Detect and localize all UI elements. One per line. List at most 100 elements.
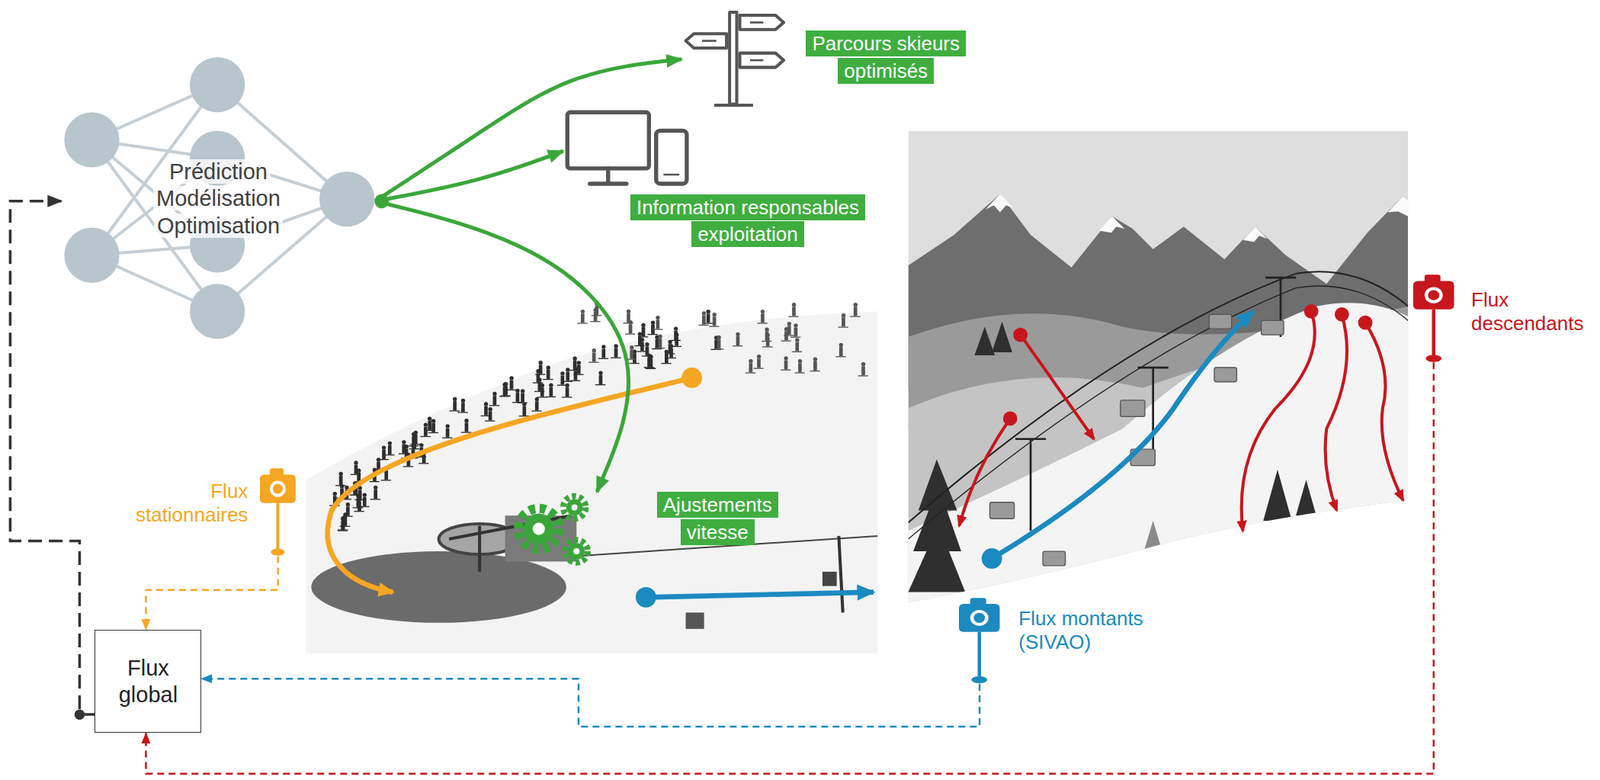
skier-figure — [790, 323, 801, 337]
skier-figure — [362, 496, 367, 507]
neuron — [64, 57, 375, 340]
skier-figure — [580, 309, 585, 314]
skier-figure — [641, 355, 652, 356]
mountain-illustration — [989, 314, 1284, 565]
skier-figure — [626, 313, 631, 323]
skier-figure — [638, 323, 648, 337]
text-line: Parcours skieurs optimisés — [790, 30, 982, 86]
ascent-arrow — [981, 548, 1003, 569]
skier-figure — [640, 341, 645, 351]
gear-icon — [518, 496, 588, 563]
queue-arrow — [327, 367, 703, 593]
skier-figure — [419, 442, 424, 447]
skier-figure — [531, 410, 542, 411]
skier-figure — [370, 498, 381, 500]
skier-figure — [522, 402, 526, 407]
sensor-camera: Flux descendants — [1413, 270, 1455, 363]
skier-figure — [761, 327, 772, 341]
mountain-illustration — [974, 326, 995, 355]
skier-figure — [373, 485, 378, 490]
skier-figure — [384, 470, 388, 480]
skier-figure — [655, 315, 660, 320]
descent-arrows — [1241, 311, 1315, 531]
skier-figure — [489, 404, 500, 406]
mountain-illustration — [1208, 314, 1232, 329]
text-group: Information responsables exploitation — [618, 194, 878, 250]
gear-icon — [523, 513, 555, 545]
skier-figure — [641, 327, 646, 337]
mountain-illustration — [907, 321, 1316, 593]
skier-figure — [591, 314, 602, 316]
skier-figure — [706, 309, 711, 314]
skier-figure — [381, 479, 392, 481]
screen-icon — [606, 168, 610, 182]
descent-start — [1003, 411, 1018, 427]
lift-photo — [477, 525, 481, 572]
skier-figure — [858, 362, 869, 376]
skier-figure — [487, 407, 492, 411]
gear-icon — [565, 539, 588, 562]
skier-figure — [461, 431, 472, 433]
flow-connector — [375, 59, 683, 202]
skier-figure — [656, 319, 661, 329]
skier-figure — [760, 309, 765, 314]
text-line: Flux stationnaires — [110, 479, 248, 527]
skier-figure — [853, 302, 858, 307]
skier-figure — [561, 396, 572, 398]
text-group: Parcours skieurs optimisés — [790, 30, 982, 86]
gear-icon — [573, 548, 580, 555]
text-group: Flux global — [99, 654, 196, 709]
skier-figure — [420, 422, 430, 437]
skier-figure — [644, 342, 649, 347]
flow-connector — [201, 678, 980, 727]
ascent-arrow — [981, 311, 1254, 568]
skier-figure — [350, 474, 361, 475]
skier-figure — [506, 389, 517, 391]
skier-figure — [760, 313, 765, 323]
skier-figure — [464, 418, 469, 423]
gear-icon — [532, 522, 546, 536]
skier-figure — [536, 372, 541, 382]
skier-figure — [573, 360, 578, 370]
skier-figure — [717, 339, 722, 349]
skier-figure — [713, 348, 724, 350]
skier-figure — [654, 347, 665, 349]
skier-figure — [641, 342, 652, 356]
mountain-illustration — [1263, 469, 1292, 521]
skier-figure — [664, 349, 669, 354]
skier-figure — [652, 315, 663, 330]
camera-icon — [259, 464, 296, 556]
output-text: Ajustements vitesse — [657, 491, 779, 546]
skier-figure — [708, 312, 719, 327]
skier-figure — [780, 327, 791, 341]
descent-arrows — [1365, 322, 1404, 501]
skier-figure — [500, 394, 511, 396]
skier-figure — [354, 499, 365, 501]
skier-figure — [756, 309, 767, 324]
skier-figure — [628, 323, 633, 334]
node-text: Flux global — [118, 655, 178, 707]
skier-figure — [449, 397, 460, 411]
node-text: Modélisation — [153, 185, 284, 211]
skier-figure — [452, 397, 457, 401]
skier-figure — [410, 444, 415, 449]
mountain-illustration — [1242, 226, 1267, 242]
skier-figure — [346, 502, 350, 507]
skier-figure — [535, 368, 540, 373]
skier-figure — [861, 365, 866, 376]
skier-figure — [745, 371, 756, 373]
skier-figure — [809, 370, 820, 372]
skier-figure — [791, 351, 802, 353]
skier-figure — [589, 320, 600, 322]
skier-figure — [698, 311, 709, 325]
sensor-camera: Flux stationnaires — [259, 464, 296, 556]
mountain-illustration — [1099, 216, 1125, 233]
skier-figure — [764, 327, 769, 331]
skier-figure — [798, 359, 802, 363]
skier-figure — [651, 335, 662, 350]
skier-figure — [788, 316, 799, 318]
skier-figure — [342, 516, 353, 517]
skier-figure — [595, 384, 606, 385]
skier-figure — [601, 344, 606, 349]
skier-figure — [401, 439, 406, 444]
